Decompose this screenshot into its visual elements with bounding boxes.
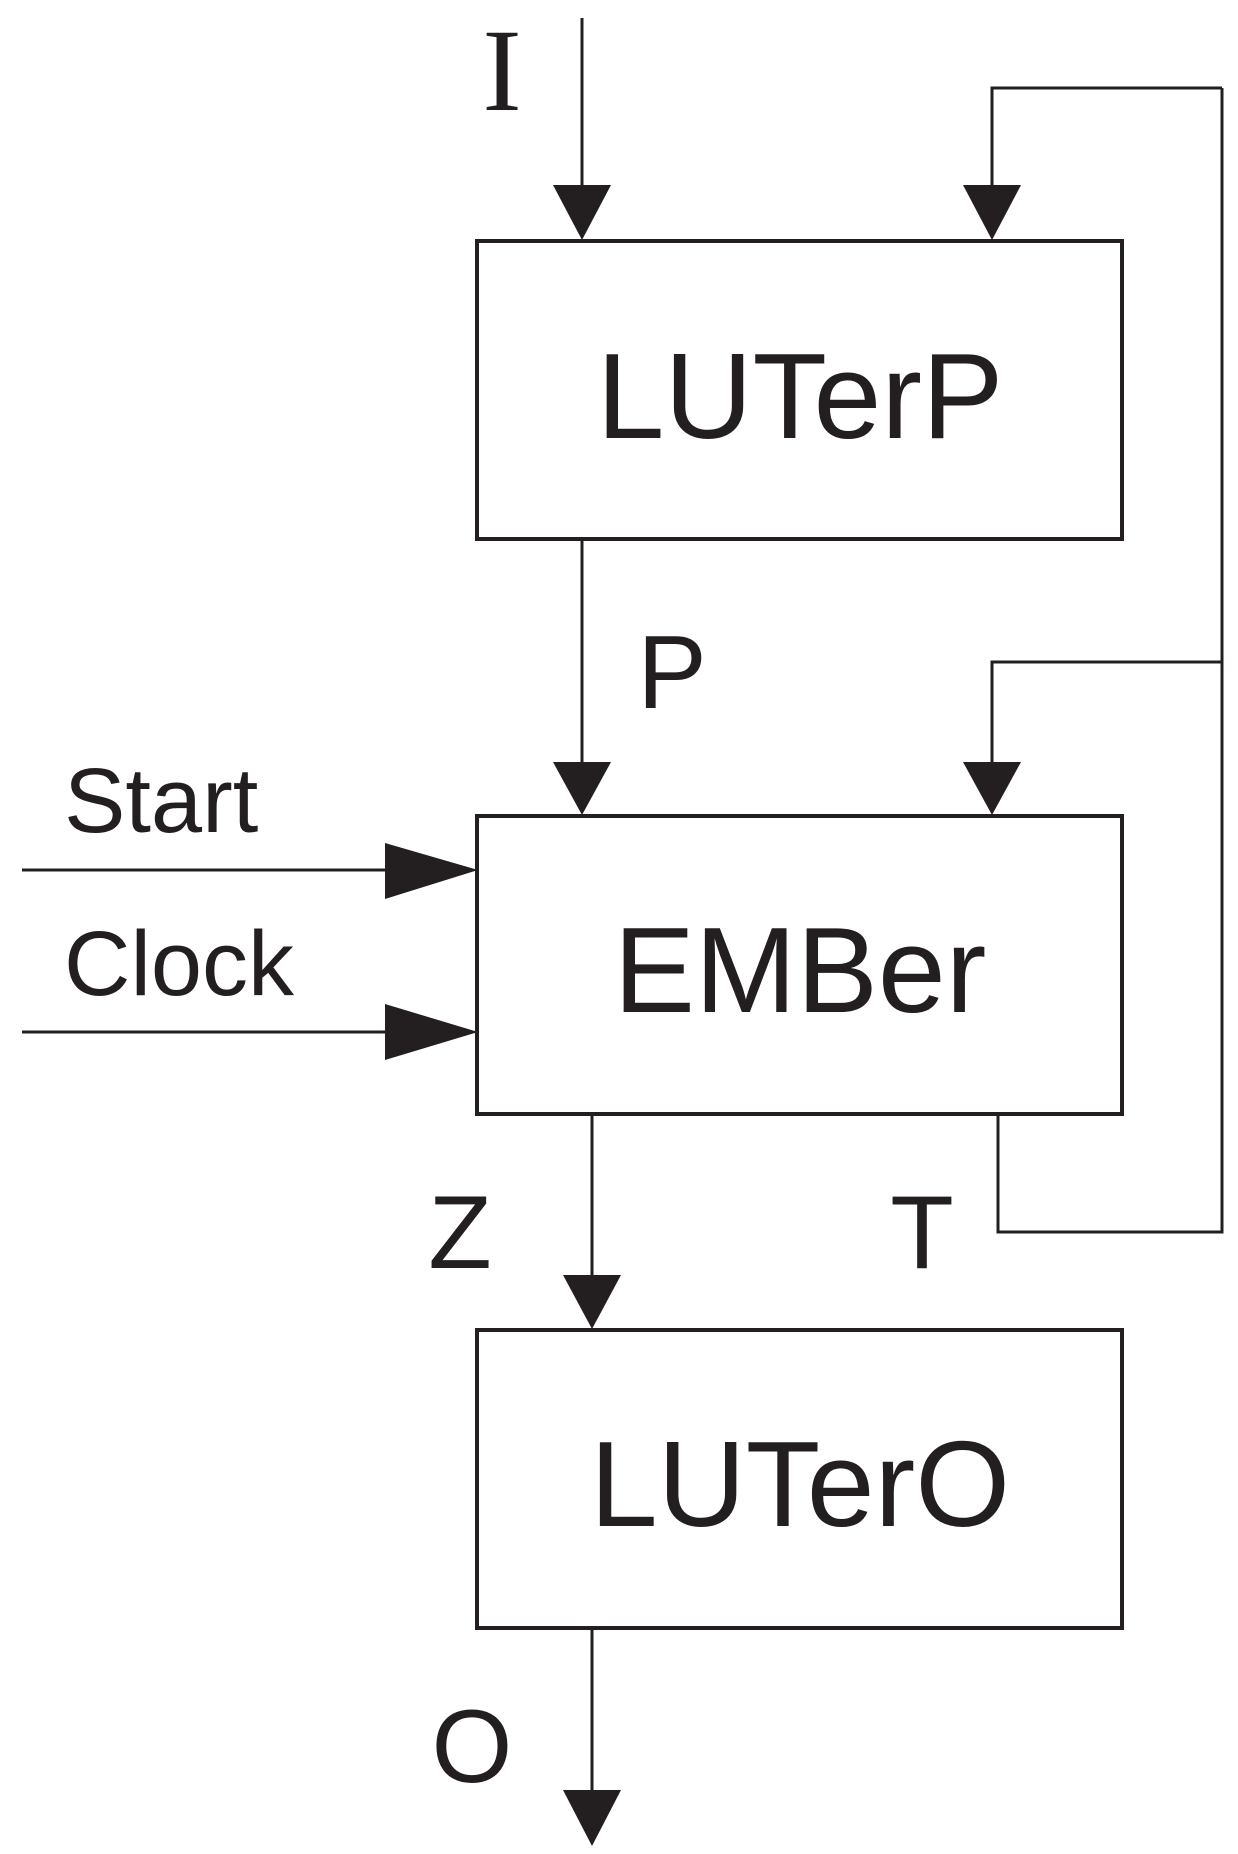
t-label: T	[890, 1175, 954, 1291]
ember-label: EMBer	[614, 902, 987, 1038]
feedback-t-to-luterp-wire	[990, 86, 1222, 195]
luterp-label: LUTerP	[597, 328, 1004, 464]
input-i-arrowhead	[553, 185, 611, 240]
z-arrowhead	[563, 1275, 621, 1329]
lutero-block	[475, 1328, 1124, 1630]
t-feedback-loop-wire	[996, 88, 1224, 1234]
output-o-label: O	[432, 1689, 513, 1805]
p-label: P	[637, 615, 706, 731]
p-arrowhead	[553, 762, 611, 815]
ember-block	[475, 814, 1124, 1116]
output-o-arrowhead	[563, 1790, 621, 1846]
start-label: Start	[64, 750, 258, 852]
luterp-block	[475, 239, 1124, 541]
z-label: Z	[428, 1175, 492, 1291]
start-arrowhead	[385, 843, 478, 899]
clock-label: Clock	[64, 913, 295, 1015]
feedback-t-to-ember-wire	[990, 660, 1222, 772]
feedback-t-to-luterp-arrowhead	[963, 185, 1021, 240]
input-i-label: I	[482, 5, 521, 136]
lutero-label: LUTerO	[590, 1416, 1010, 1552]
feedback-t-to-ember-arrowhead	[963, 762, 1021, 815]
clock-arrowhead	[385, 1004, 478, 1060]
